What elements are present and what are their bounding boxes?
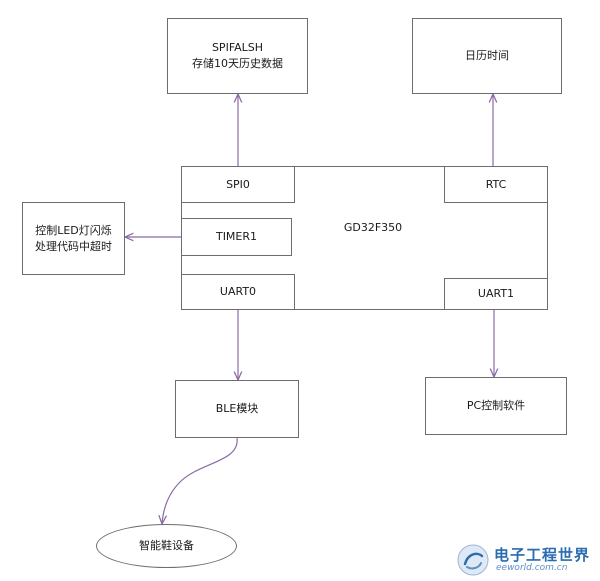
spi-label: SPI0 — [226, 177, 250, 191]
uart0-block — [181, 274, 295, 310]
pc-software-label: PC控制软件 — [466, 399, 526, 412]
watermark-title: 电子工程世界 — [494, 546, 591, 564]
calendar-label: 日历时间 — [465, 49, 509, 62]
spi-block — [181, 166, 295, 203]
eeworld-logo-icon — [457, 544, 489, 576]
led-timer-line2: 处理代码中超时 — [35, 239, 112, 253]
spi-flash-desc: 存储10天历史数据 — [192, 57, 283, 70]
timer-label: TIMER1 — [215, 230, 258, 243]
rtc-block — [444, 166, 548, 203]
arrow-ble-to-shoe — [162, 437, 238, 524]
watermark-url: eeworld.com.cn — [496, 563, 568, 573]
smart-shoe-label: 智能鞋设备 — [139, 539, 194, 552]
calendar-block — [412, 18, 562, 94]
uart1-block — [444, 278, 548, 310]
smart-shoe-ellipse — [96, 524, 237, 568]
eeworld-watermark: 电子工程世界 eeworld.com.cn — [456, 543, 594, 577]
uart0-label: UART0 — [219, 285, 257, 298]
spi-flash-name: SPIFALSH — [211, 41, 264, 54]
mcu-label: GD32F350 — [343, 221, 403, 234]
spi-flash-label: SPIFALSH 存储10天历史数据 — [167, 18, 308, 94]
led-timer-line1: 控制LED灯闪烁 — [35, 223, 112, 237]
spi-flash-block — [167, 18, 308, 94]
ble-label: BLE模块 — [215, 402, 259, 415]
led-timer-label: 控制LED灯闪烁 处理代码中超时 — [22, 202, 125, 275]
timer-block — [181, 218, 292, 256]
led-timer-block — [22, 202, 125, 275]
pc-software-block — [425, 377, 567, 435]
ble-block — [175, 380, 299, 438]
uart1-label: UART1 — [477, 287, 515, 300]
rtc-label: RTC — [485, 177, 507, 191]
